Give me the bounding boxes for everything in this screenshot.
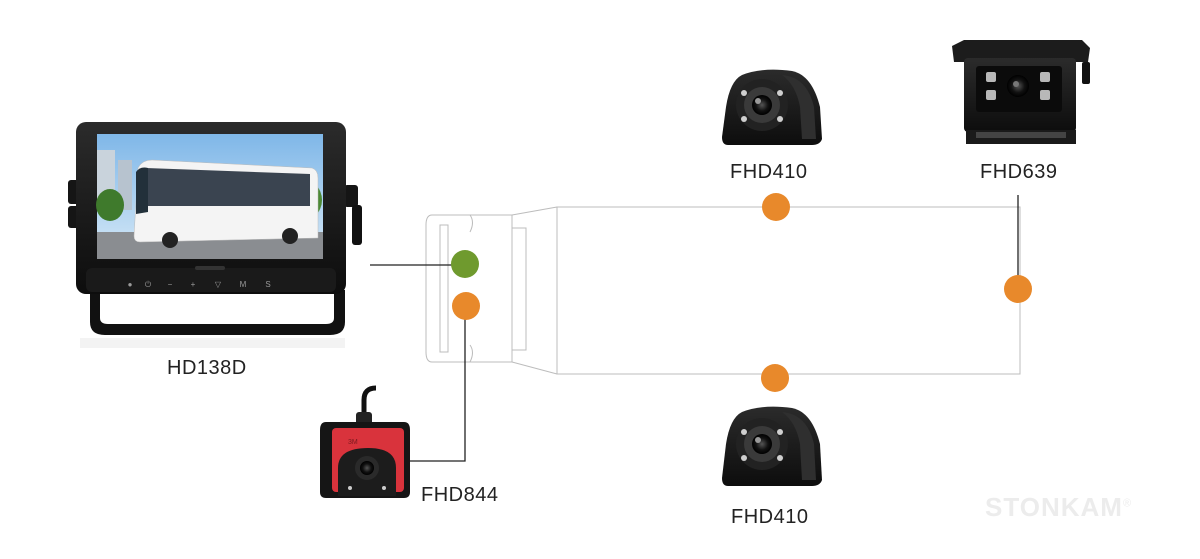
monitor-image: ● ⏻ − + ▽ M S (68, 122, 362, 348)
front-camera-image: 3M (320, 385, 410, 498)
tape-print: 3M (348, 439, 358, 446)
monitor-button-plus: + (191, 280, 196, 289)
side-camera-bottom-image (722, 406, 822, 486)
monitor-button-power: ⏻ (145, 280, 152, 289)
monitor-button-dot: ● (128, 280, 133, 289)
brand-watermark: STONKAM® (985, 492, 1132, 523)
side-camera-top-label: FHD410 (730, 161, 808, 183)
monitor-connection-dot (451, 250, 479, 278)
monitor-label: HD138D (167, 357, 247, 379)
rear-camera-label: FHD639 (980, 161, 1058, 183)
monitor-button-down: ▽ (215, 280, 222, 289)
registered-mark: ® (1122, 497, 1133, 510)
monitor-button-source: S (265, 280, 270, 289)
rear-camera-image (952, 40, 1090, 144)
front-camera-connection-dot (452, 292, 480, 320)
side-bottom-connection-dot (761, 364, 789, 392)
brand-name: STONKAM (985, 492, 1123, 522)
rear-connection-dot (1004, 275, 1032, 303)
wiring (370, 195, 1019, 462)
monitor-buttons: ● ⏻ − + ▽ M S (128, 280, 271, 289)
side-camera-bottom-label: FHD410 (731, 506, 809, 528)
side-camera-top-image (722, 69, 822, 145)
front-camera-label: FHD844 (421, 484, 499, 506)
monitor-button-minus: − (168, 280, 173, 289)
monitor-button-menu: M (240, 280, 247, 289)
side-top-connection-dot (762, 193, 790, 221)
vehicle-outline (425, 206, 1021, 375)
